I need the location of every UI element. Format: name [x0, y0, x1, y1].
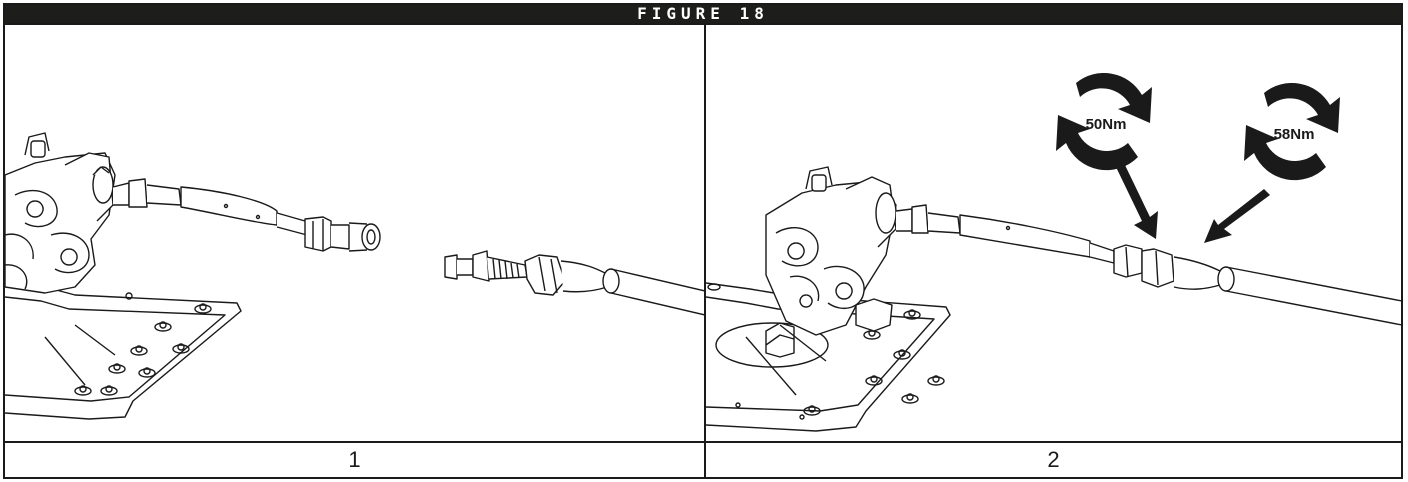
- cable-end-fitting: [444, 250, 704, 316]
- arrow-icon: [1114, 163, 1270, 243]
- bracket-assembly: [765, 166, 897, 336]
- step-1-illustration: [5, 132, 704, 420]
- panel-step-1: [5, 23, 705, 441]
- tie-rod: [112, 178, 381, 252]
- tie-rod: [895, 204, 1401, 326]
- figure-title: FIGURE 18: [5, 5, 1401, 23]
- rotate-icon-50: [1056, 73, 1152, 171]
- torque-label-58: 58Nm: [1274, 126, 1315, 143]
- rotate-icon-58: [1244, 83, 1340, 181]
- panel-caption-1: 1: [5, 441, 705, 477]
- torque-label-50: 50Nm: [1086, 116, 1127, 133]
- bracket-assembly: [5, 132, 116, 294]
- panel-caption-2: 2: [705, 441, 1401, 477]
- plate-bolts: [707, 283, 945, 420]
- plate-bolts: [74, 292, 212, 396]
- step-2-illustration: 50Nm 58Nm: [706, 73, 1401, 432]
- figure-frame: FIGURE 18: [3, 3, 1403, 479]
- base-plate: [5, 282, 242, 420]
- panel-step-2: 50Nm 58Nm: [705, 23, 1401, 441]
